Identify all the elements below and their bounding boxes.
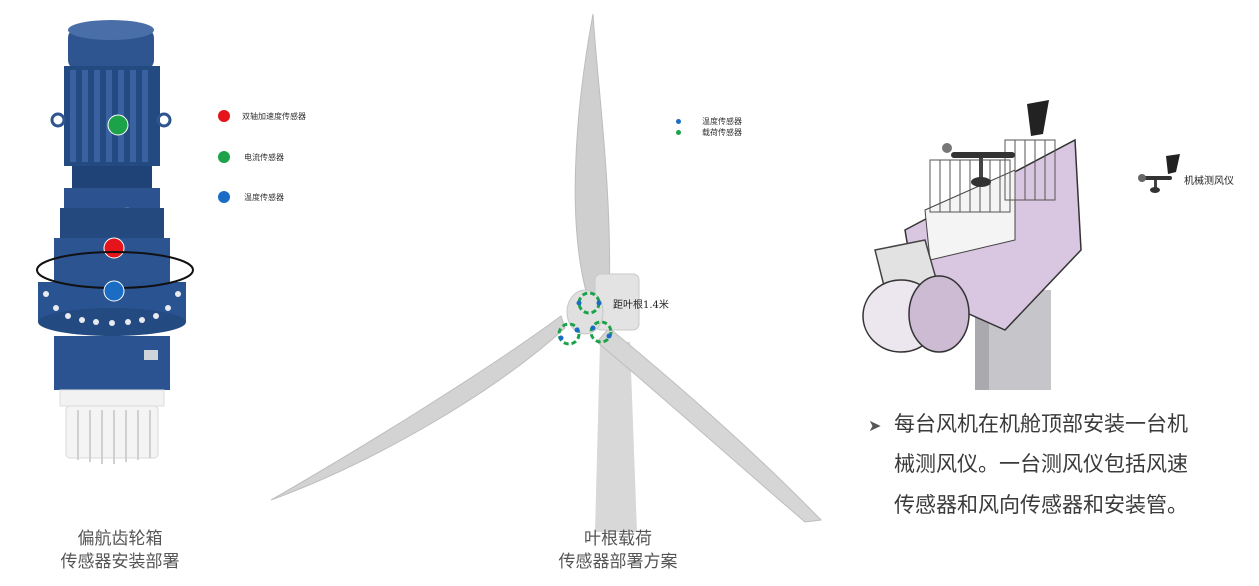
gearbox-illustration <box>36 20 194 464</box>
legend-dot-temp <box>218 191 230 203</box>
legend-label-blade-temp: 温度传感器 <box>702 117 742 126</box>
blade-caption: 叶根载荷 传感器部署方案 <box>528 528 708 574</box>
blade-root-sensor-ring-left <box>557 322 581 346</box>
legend-dot-blade-temp <box>676 119 681 124</box>
bullet-line-2: 械测风仪。一台测风仪包括风速 <box>894 452 1188 476</box>
legend-label-current: 电流传感器 <box>244 153 284 162</box>
arrow-bullet-icon: ➤ <box>868 416 882 435</box>
anemometer-label: 机械测风仪 <box>1184 176 1234 187</box>
blade-caption-line1: 叶根载荷 <box>584 529 652 549</box>
gearbox-caption-line2: 传感器安装部署 <box>60 552 180 572</box>
blade-root-sensor-ring-top <box>576 291 602 315</box>
temp-sensor-marker <box>103 280 125 302</box>
nacelle-illustration <box>862 100 1082 390</box>
anemometer-icon <box>1138 154 1180 193</box>
legend-label-accel: 双轴加速度传感器 <box>242 112 306 121</box>
current-sensor-marker <box>107 114 129 136</box>
legend-label-temp: 温度传感器 <box>244 193 284 202</box>
bullet-line-1: 每台风机在机舱顶部安装一台机 <box>894 412 1188 436</box>
legend-dot-blade-load <box>676 130 681 135</box>
legend-dot-accel <box>218 110 230 122</box>
wind-turbine-illustration <box>270 13 823 532</box>
gearbox-caption: 偏航齿轮箱 传感器安装部署 <box>30 528 210 574</box>
legend-label-blade-load: 载荷传感器 <box>702 128 742 137</box>
accel-sensor-marker <box>103 237 125 259</box>
blade-caption-line2: 传感器部署方案 <box>558 552 678 572</box>
blade-root-sensor-ring-right <box>589 320 613 344</box>
bullet-line-3: 传感器和风向传感器和安装管。 <box>894 493 1188 517</box>
gearbox-caption-line1: 偏航齿轮箱 <box>77 529 163 549</box>
legend-dot-current <box>218 151 230 163</box>
blade-distance-label: 距叶根1.4米 <box>613 300 669 311</box>
